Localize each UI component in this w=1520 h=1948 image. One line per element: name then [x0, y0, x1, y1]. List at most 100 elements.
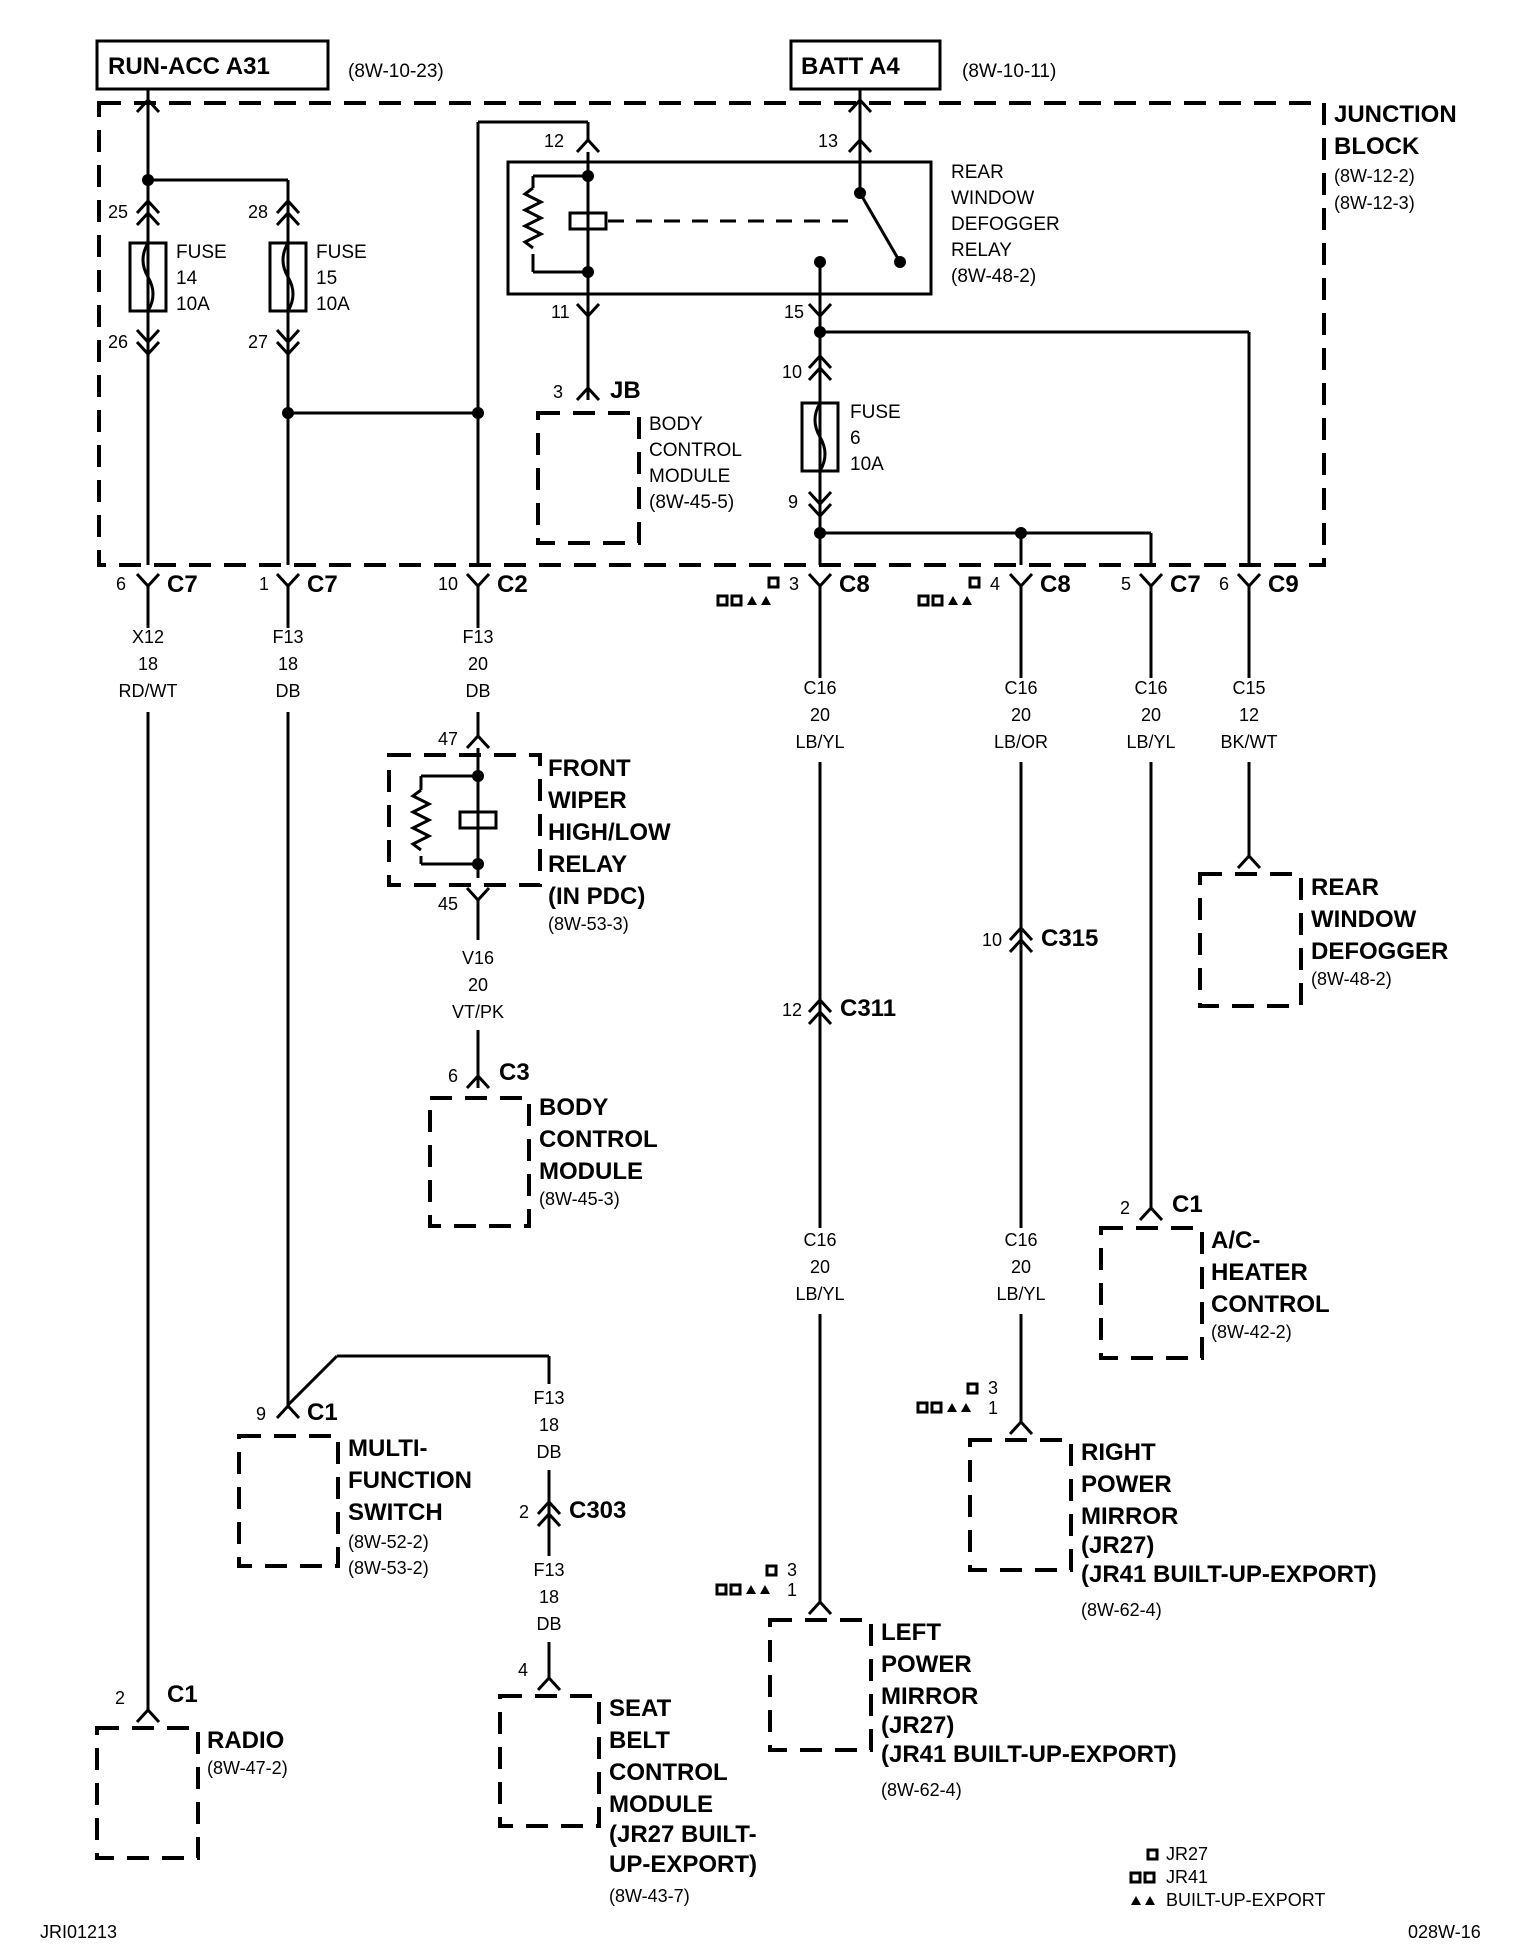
relay-label-5: (8W-48-2) [951, 266, 1036, 287]
fuse-15-in-pin: 28 [248, 202, 268, 222]
radio-conn: C1 [167, 1681, 198, 1708]
wire-x12-id: X12 [132, 627, 164, 647]
bcm-c3-label-3: MODULE [539, 1158, 643, 1185]
mfs-label-3: SWITCH [348, 1499, 443, 1526]
ac-label-1: A/C- [1211, 1227, 1260, 1254]
lmirror-label-3: MIRROR [881, 1683, 978, 1710]
fuse-14-in-pin: 25 [108, 202, 128, 222]
bcm-jb-pin: 3 [553, 382, 563, 402]
junction-block-label: JUNCTION [1334, 101, 1457, 128]
lmirror-label-4: (JR27) [881, 1712, 954, 1739]
wiper-label-3: HIGH/LOW [548, 819, 671, 846]
junction-block-ref-2: (8W-12-3) [1334, 193, 1415, 213]
rmirror-label-4: (JR27) [1081, 1532, 1154, 1559]
rmirror-label-5: (JR41 BUILT-UP-EXPORT) [1081, 1561, 1377, 1588]
wire-f13b-gauge: 20 [468, 654, 488, 674]
wire-x12-color: RD/WT [119, 681, 178, 701]
wire-c16c-gauge: 20 [1141, 705, 1161, 725]
fuse-6-amp: 10A [850, 454, 884, 475]
conn-pin: 4 [990, 574, 1000, 594]
wire-c16e-id: C16 [1004, 1230, 1037, 1250]
wire-c16e-color: LB/YL [996, 1284, 1045, 1304]
c315-pin: 10 [982, 930, 1002, 950]
c315-label: C315 [1041, 925, 1098, 952]
radio-box [95, 1726, 200, 1860]
relay-pin-15: 15 [784, 302, 804, 322]
wire-v16-gauge: 20 [468, 975, 488, 995]
wire-f13c-gauge: 18 [539, 1415, 559, 1435]
conn-pin: 6 [116, 574, 126, 594]
wire-c15-gauge: 12 [1239, 705, 1259, 725]
rmirror-pin-a: 3 [988, 1378, 998, 1398]
wiper-relay-box [387, 753, 542, 887]
conn-name: C7 [167, 571, 198, 598]
conn-name: C8 [839, 571, 870, 598]
bcm-c3-label-1: BODY [539, 1094, 608, 1121]
ac-label-3: CONTROL [1211, 1291, 1330, 1318]
junction-block-border [97, 101, 1326, 567]
wiper-coil-icon [458, 810, 498, 830]
radio-ref: (8W-47-2) [207, 1758, 288, 1778]
legend-jr27: JR27 [1166, 1844, 1208, 1864]
relay-label-2: WINDOW [951, 188, 1034, 209]
rear-defogger-box [1198, 872, 1303, 1008]
bcm-jb-box [536, 411, 641, 545]
wiper-label-4: RELAY [548, 851, 627, 878]
wire-f13b-id: F13 [462, 627, 493, 647]
rear-defogger-label-2: WINDOW [1311, 906, 1417, 933]
lmirror-label-5: (JR41 BUILT-UP-EXPORT) [881, 1741, 1177, 1768]
conn-name: C8 [1040, 571, 1071, 598]
rmirror-label-3: MIRROR [1081, 1503, 1178, 1530]
wire-f13a-id: F13 [272, 627, 303, 647]
wire-c16c-color: LB/YL [1126, 732, 1175, 752]
mfs-ref-1: (8W-52-2) [348, 1532, 429, 1552]
run-acc-box [95, 39, 330, 91]
seatbelt-label-4: MODULE [609, 1791, 713, 1818]
wire-f13c-color: DB [536, 1442, 561, 1462]
bcm-c3-label-2: CONTROL [539, 1126, 658, 1153]
rmirror-pin-b: 1 [988, 1398, 998, 1418]
rear-defogger-label-1: REAR [1311, 874, 1379, 901]
seatbelt-pin: 4 [518, 1660, 528, 1680]
wire-c16b-id: C16 [1004, 678, 1037, 698]
wiper-ref: (8W-53-3) [548, 914, 629, 934]
connector-row: 6 C7 1 C7 10 C2 3 C8 4 C8 5 C7 6 C9 [116, 571, 1299, 598]
mfs-ref-2: (8W-53-2) [348, 1558, 429, 1578]
junction-block-label-2: BLOCK [1334, 133, 1420, 160]
radio-label: RADIO [207, 1727, 284, 1754]
wire-c16d-color: LB/YL [795, 1284, 844, 1304]
fuse-15-amp: 10A [316, 294, 350, 315]
conn-pin: 5 [1121, 574, 1131, 594]
wire-f13d-gauge: 18 [539, 1587, 559, 1607]
mfs-pin: 9 [256, 1404, 266, 1424]
fuse-15-out-pin: 27 [248, 332, 268, 352]
wiper-pin-in: 47 [438, 729, 458, 749]
batt-box [789, 39, 942, 91]
legend-jr41: JR41 [1166, 1867, 1208, 1887]
seatbelt-label-1: SEAT [609, 1695, 672, 1722]
seatbelt-label-2: BELT [609, 1727, 670, 1754]
conn-pin: 3 [789, 574, 799, 594]
seatbelt-label-5: (JR27 BUILT- [609, 1821, 757, 1848]
c311-pin: 12 [782, 1000, 802, 1020]
lmirror-pin-b: 1 [787, 1580, 797, 1600]
seatbelt-label-3: CONTROL [609, 1759, 728, 1786]
multifunction-switch-box [237, 1434, 340, 1568]
c303-pin: 2 [519, 1502, 529, 1522]
seatbelt-label-6: UP-EXPORT) [609, 1851, 757, 1878]
bcm-c3-pin: 6 [448, 1066, 458, 1086]
seat-belt-box [498, 1694, 601, 1828]
wire-c15-color: BK/WT [1221, 732, 1278, 752]
ac-label-2: HEATER [1211, 1259, 1308, 1286]
bcm-c3-ref: (8W-45-3) [539, 1189, 620, 1209]
legend: JR27 JR41 BUILT-UP-EXPORT [1129, 1844, 1325, 1910]
lmirror-pin-a: 3 [787, 1560, 797, 1580]
rmirror-label-1: RIGHT [1081, 1439, 1156, 1466]
wire-f13d-color: DB [536, 1614, 561, 1634]
defogger-relay-box [506, 160, 933, 296]
fuse-6-num: 6 [850, 428, 861, 449]
wiper-label-2: WIPER [548, 787, 627, 814]
conn-name: C9 [1268, 571, 1299, 598]
fuse-15-num: 15 [316, 268, 337, 289]
